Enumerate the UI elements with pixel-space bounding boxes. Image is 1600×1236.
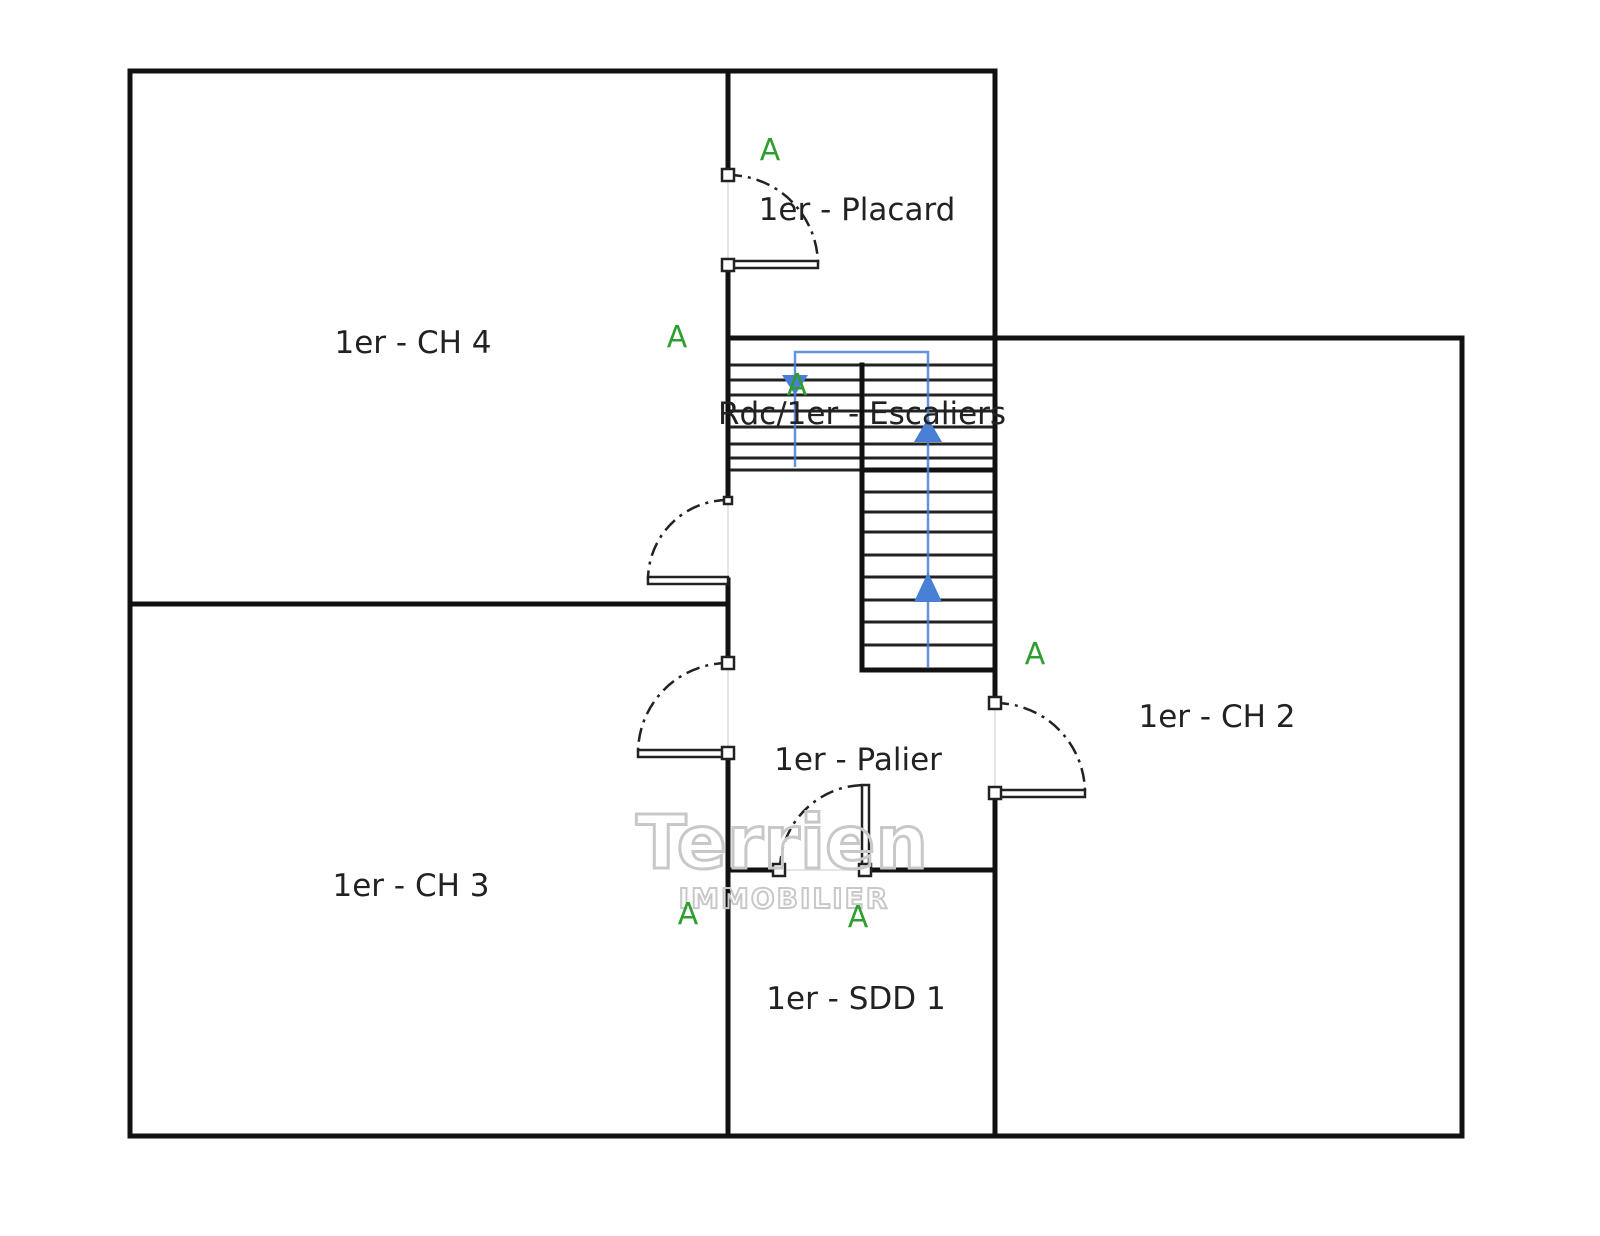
marker-a: A (667, 320, 688, 355)
room-label-sdd1: 1er - SDD 1 (766, 981, 945, 1017)
svg-text:IMMOBILIER: IMMOBILIER (679, 882, 890, 915)
door-sdd1 (771, 783, 873, 878)
svg-text:Terrien: Terrien (636, 800, 928, 886)
stair-direction-line (793, 350, 930, 668)
marker-a: A (1025, 637, 1046, 672)
room-label-ch4: 1er - CH 4 (335, 325, 492, 361)
marker-a: A (787, 368, 808, 403)
room-label-placard: 1er - Placard (759, 192, 956, 228)
watermark-logo: Terrien IMMOBILIER (634, 799, 929, 917)
staircase (730, 350, 998, 673)
room-label-ch3: 1er - CH 3 (333, 868, 490, 904)
door-ch2 (987, 695, 1087, 801)
door-ch4 (646, 495, 734, 586)
room-label-ch2: 1er - CH 2 (1139, 699, 1296, 735)
room-label-palier: 1er - Palier (774, 742, 942, 778)
walls (127, 68, 1465, 1139)
marker-a: A (678, 897, 699, 932)
door-openings (727, 175, 996, 871)
stair-arrow-icon (914, 572, 942, 602)
stair-arrow-icon (782, 375, 808, 395)
marker-a: A (760, 133, 781, 168)
stair-arrow-icon (914, 418, 942, 442)
room-label-escaliers: Rdc/1er - Escaliers (718, 396, 1006, 432)
door-placard (720, 167, 820, 273)
markers: A A A A A A (667, 133, 1046, 935)
marker-a: A (848, 900, 869, 935)
door-ch3 (636, 655, 736, 761)
